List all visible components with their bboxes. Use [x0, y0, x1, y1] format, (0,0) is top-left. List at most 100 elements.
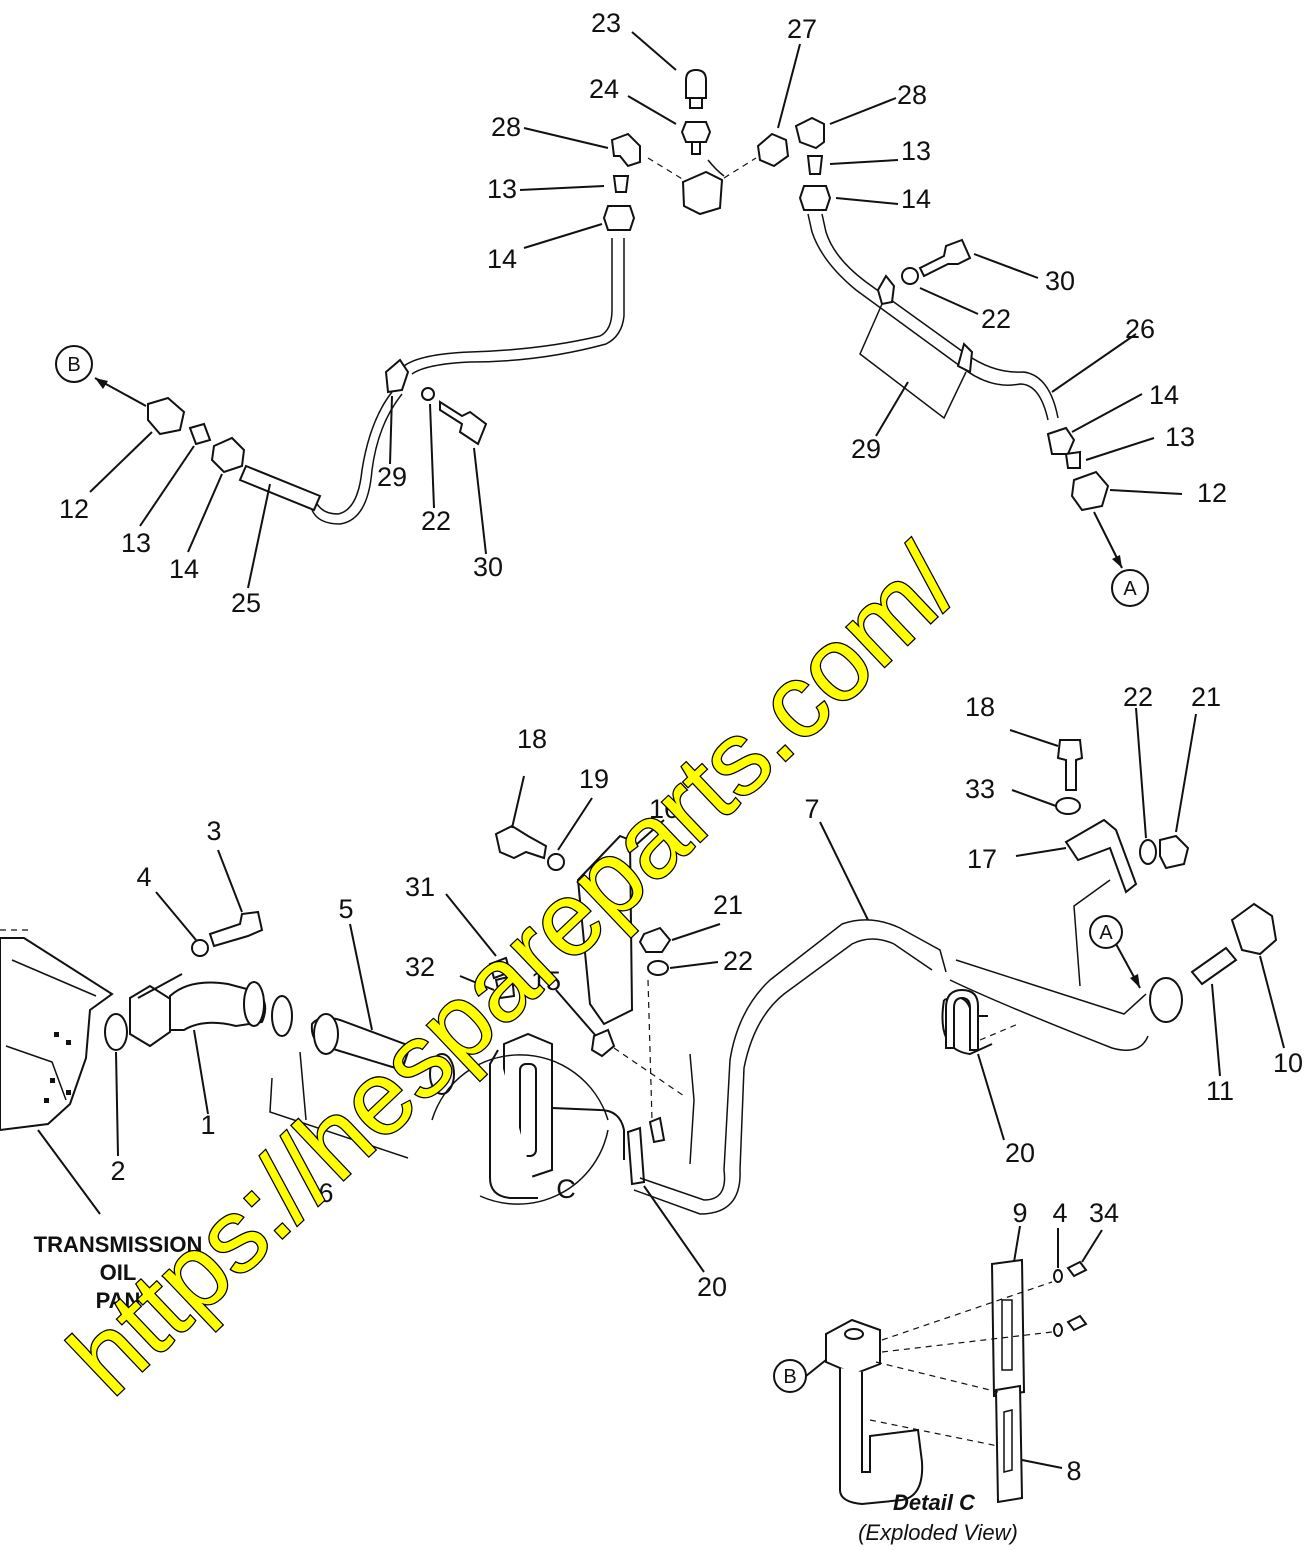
part-9-plate [990, 1258, 1026, 1398]
part-23-stem [689, 97, 703, 109]
ref-b-detail-label: B [783, 1366, 796, 1388]
part-6-clamp-b [313, 1013, 339, 1055]
part-16-bracket [576, 834, 634, 1026]
lower-oil-line-assembly [0, 739, 1278, 1215]
part-14-lower-right-nut [1046, 426, 1076, 455]
callout-label: 12 [1197, 478, 1227, 508]
callout-label: 29 [377, 462, 407, 492]
part-33-washer [1055, 797, 1081, 815]
callout-label: 14 [1149, 380, 1179, 410]
callout-label: 31 [405, 872, 435, 902]
part-29-right-clamp-b [956, 342, 974, 374]
part-9-coupler [1149, 977, 1183, 1023]
ref-marker-b-detail [773, 1359, 807, 1393]
callout-labels: 23 27 24 28 28 13 13 14 14 30 22 26 14 1… [59, 8, 1303, 1486]
callout-label: 13 [121, 528, 151, 558]
transmission-oil-pan-note: TRANSMISSION OIL PAN [34, 1232, 203, 1313]
part-4-detail-washer [1053, 1269, 1063, 1283]
part-8-plate [994, 1384, 1024, 1504]
callout-label: 3 [206, 816, 221, 846]
part-32-fitting [494, 974, 516, 1000]
ref-b-top-label: B [67, 354, 80, 376]
part-30-left-bolt [439, 400, 488, 446]
detail-c-exploded-view [805, 1225, 1103, 1506]
part-2-o-ring [104, 1013, 128, 1051]
part-22-washer-a [647, 960, 669, 976]
part-13-lower-left-sleeve [188, 422, 212, 446]
part-14-right-nut [798, 185, 832, 211]
part-4-washer [191, 939, 209, 957]
part-23-cap [685, 68, 707, 99]
detail-c-circle [431, 1054, 609, 1121]
part-20-u-bolt-c [945, 988, 979, 1051]
detail-block [825, 1318, 881, 1376]
callout-label: 8 [1066, 1456, 1081, 1486]
callout-label: 4 [1052, 1198, 1067, 1228]
callout-label: 20 [697, 1272, 727, 1302]
left-upper-hose [403, 238, 613, 367]
upper-hose-assembly [94, 68, 1123, 569]
callout-label: 4 [136, 862, 151, 892]
callout-label: 14 [169, 554, 199, 584]
part-20-u-bolt-a [626, 1126, 646, 1186]
callout-label: 30 [1045, 266, 1075, 296]
ref-marker-a-top [1111, 569, 1149, 607]
part-34-screw [1066, 1260, 1088, 1278]
callout-label: C [556, 1174, 576, 1204]
reference-markers: B A A B [55, 345, 1149, 1393]
part-1-tube [169, 981, 267, 1031]
callout-label: 23 [591, 8, 621, 38]
part-12-right-fitting [1070, 470, 1110, 512]
callout-label: 30 [473, 552, 503, 582]
part-6-clamp-a [271, 995, 293, 1037]
callout-label: 18 [965, 692, 995, 722]
callout-label: 22 [1123, 682, 1153, 712]
callout-label: 11 [1206, 1076, 1234, 1106]
callout-label: 17 [967, 844, 997, 874]
part-20-u-bolt-b [648, 1116, 666, 1144]
part-18-bolt-b [1056, 739, 1084, 791]
ref-a-top-label: A [1123, 578, 1137, 600]
part-21-nut-a [638, 926, 672, 953]
manifold-block [681, 170, 724, 216]
ref-marker-b-top [55, 345, 93, 383]
callout-label: 21 [713, 890, 743, 920]
part-15-fitting [590, 1028, 616, 1058]
callout-label: 22 [981, 304, 1011, 334]
callout-label: 13 [1165, 422, 1195, 452]
callout-label: 20 [1005, 1138, 1035, 1168]
callout-label: 22 [723, 946, 753, 976]
callout-label: 28 [491, 112, 521, 142]
callout-label: 19 [579, 764, 609, 794]
part-11-fitting [1190, 946, 1238, 986]
callout-label: 27 [787, 14, 817, 44]
callout-label: 15 [531, 966, 561, 996]
bottom-leaders [37, 707, 1285, 1273]
callout-label: 26 [1125, 314, 1155, 344]
ref-a-bottom-label: A [1099, 922, 1113, 944]
detail-caption: Detail C (Exploded View) [858, 1490, 1018, 1545]
part-22-washer-b [1139, 839, 1157, 865]
callout-label: 29 [851, 434, 881, 464]
part-24-nut [680, 121, 712, 143]
detail-title: Detail C [893, 1490, 976, 1515]
callout-label: 33 [965, 774, 995, 804]
part-1-flange [129, 984, 174, 1048]
part-25-sleeve [238, 464, 322, 512]
callout-label: 13 [487, 174, 517, 204]
callout-label: 1 [200, 1110, 215, 1140]
callout-label: 22 [421, 506, 451, 536]
callout-label: 21 [1191, 682, 1221, 712]
part-28-left-elbow [610, 132, 641, 168]
part-6-clamp-c [429, 1053, 455, 1095]
part-13-lower-right-sleeve [1064, 450, 1081, 469]
note-line-2: OIL [100, 1260, 137, 1285]
callout-label: 2 [110, 1156, 125, 1186]
callout-label: 18 [517, 724, 547, 754]
part-14-left-nut [602, 205, 636, 231]
part-27-fitting [756, 132, 790, 168]
callout-label: 24 [589, 74, 619, 104]
part-19-washer [547, 853, 565, 871]
